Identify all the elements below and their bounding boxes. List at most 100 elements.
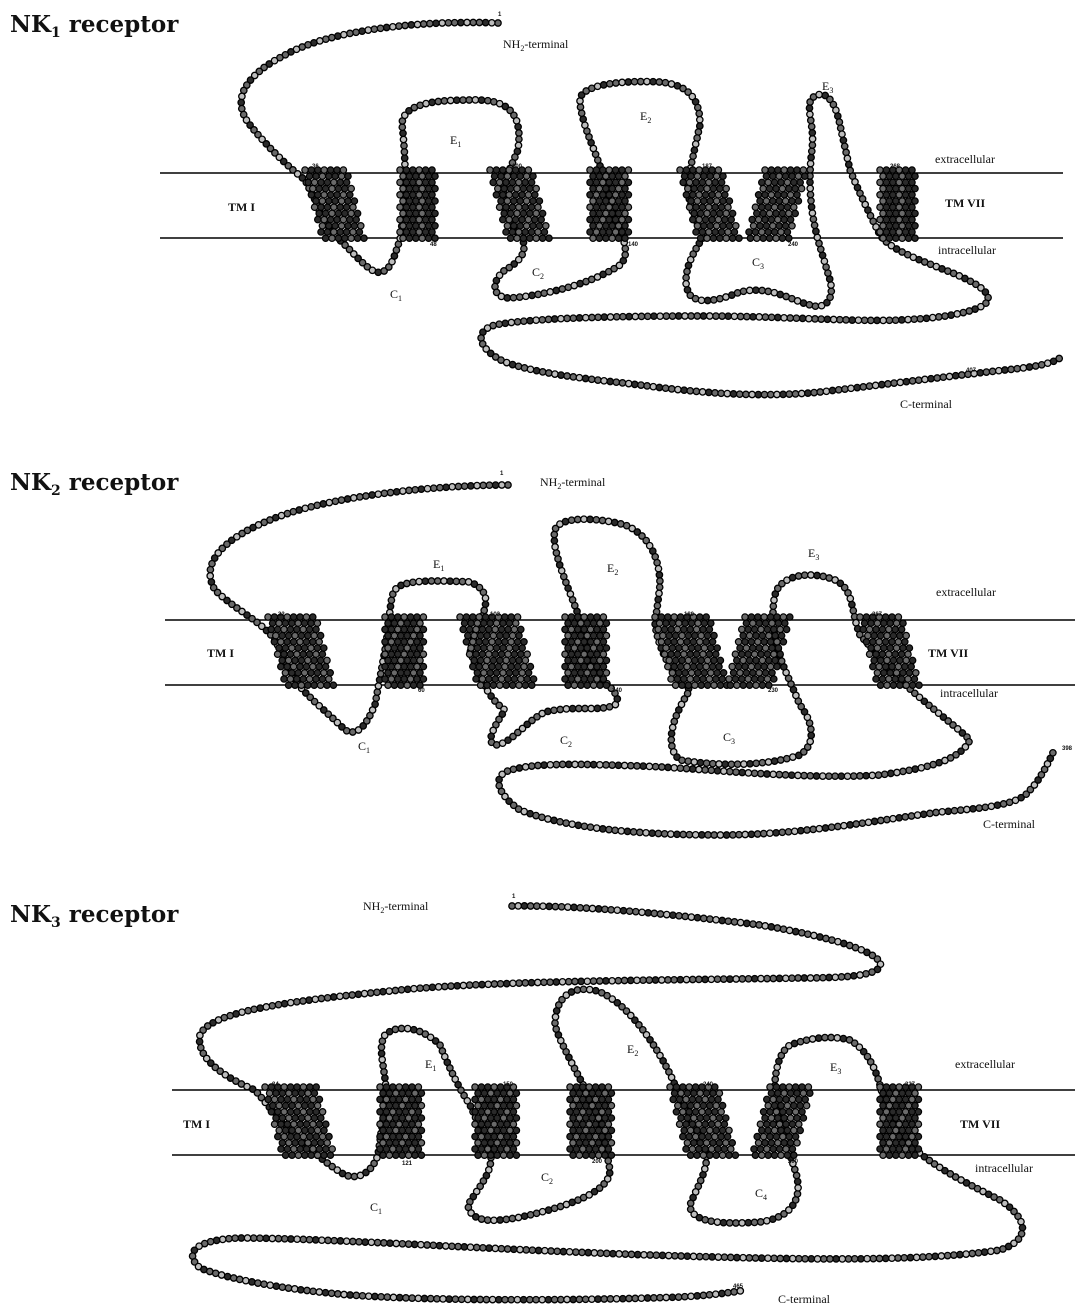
residue-bead	[869, 772, 875, 778]
residue-bead	[908, 813, 914, 819]
helix-residue-bead	[479, 651, 485, 657]
helix-residue-bead	[472, 1121, 478, 1127]
helix-residue-bead	[306, 626, 312, 632]
residue-bead	[733, 1220, 739, 1226]
e1-label-nk1: E1	[450, 133, 461, 149]
helix-residue-bead	[516, 657, 522, 663]
helix-residue-bead	[877, 1109, 883, 1115]
helix-residue-bead	[502, 639, 508, 645]
residue-bead	[568, 517, 574, 523]
residue-bead	[651, 910, 657, 916]
residue-bead	[337, 1238, 343, 1244]
residue-bead	[731, 313, 737, 319]
helix-residue-bead	[422, 216, 428, 222]
helix-residue-bead	[290, 639, 296, 645]
helix-residue-bead	[308, 1102, 314, 1108]
helix-residue-bead	[771, 1102, 777, 1108]
residue-bead	[711, 832, 717, 838]
residue-bead	[454, 983, 460, 989]
helix-residue-bead	[909, 229, 915, 235]
helix-residue-bead	[578, 620, 584, 626]
helix-residue-bead	[776, 1121, 782, 1127]
helix-residue-bead	[514, 614, 520, 620]
helix-residue-bead	[284, 1096, 290, 1102]
helix-residue-bead	[402, 1096, 408, 1102]
helix-residue-bead	[521, 639, 527, 645]
helix-residue-bead	[331, 179, 337, 185]
helix-residue-bead	[750, 223, 756, 229]
residue-bead	[482, 595, 488, 601]
residue-bead	[516, 980, 522, 986]
helix-residue-bead	[593, 167, 599, 173]
residue-number: 398	[1062, 746, 1073, 752]
residue-bead	[552, 544, 558, 550]
helix-residue-bead	[406, 210, 412, 216]
residue-bead	[508, 1297, 514, 1303]
helix-residue-bead	[704, 632, 710, 638]
helix-residue-bead	[886, 1127, 892, 1133]
residue-bead	[691, 759, 697, 765]
helix-residue-bead	[708, 620, 714, 626]
helix-residue-bead	[781, 192, 787, 198]
helix-residue-bead	[700, 676, 706, 682]
helix-residue-bead	[397, 192, 403, 198]
helix-residue-bead	[893, 185, 899, 191]
residue-bead	[566, 1249, 572, 1255]
helix-residue-bead	[487, 620, 493, 626]
residue-bead	[381, 1240, 387, 1246]
helix-residue-bead	[491, 173, 497, 179]
residue-bead	[578, 761, 584, 767]
helix-residue-bead	[726, 198, 732, 204]
helix-residue-bead	[882, 663, 888, 669]
residue-bead	[485, 981, 491, 987]
helix-residue-bead	[518, 626, 524, 632]
residue-bead	[281, 1001, 287, 1007]
residue-bead	[765, 288, 771, 294]
helix-residue-bead	[281, 1084, 287, 1090]
residue-bead	[620, 1296, 626, 1302]
residue-bead	[983, 369, 989, 375]
helix-residue-bead	[725, 229, 731, 235]
helix-residue-bead	[773, 1084, 779, 1090]
helix-residue-bead	[265, 1096, 271, 1102]
helix-residue-bead	[702, 1096, 708, 1102]
helix-residue-bead	[476, 639, 482, 645]
residue-bead	[589, 376, 595, 382]
helix-residue-bead	[490, 657, 496, 663]
residue-bead	[650, 384, 656, 390]
residue-bead	[714, 768, 720, 774]
helix-residue-bead	[685, 657, 691, 663]
helix-residue-bead	[685, 185, 691, 191]
residue-bead	[827, 294, 833, 300]
helix-residue-bead	[758, 651, 764, 657]
residue-bead	[725, 313, 731, 319]
helix-residue-bead	[674, 676, 680, 682]
helix-residue-bead	[403, 167, 409, 173]
helix-residue-bead	[571, 682, 577, 688]
helix-residue-bead	[701, 645, 707, 651]
helix-residue-bead	[507, 1115, 513, 1121]
helix-residue-bead	[763, 223, 769, 229]
residue-bead	[707, 313, 713, 319]
helix-residue-bead	[791, 1152, 797, 1158]
residue-bead	[529, 1247, 535, 1253]
residue-bead	[351, 495, 357, 501]
e2-label-nk2: E2	[607, 561, 618, 577]
helix-residue-bead	[686, 1109, 692, 1115]
helix-residue-bead	[332, 173, 338, 179]
helix-residue-bead	[507, 1127, 513, 1133]
helix-residue-bead	[863, 639, 869, 645]
residue-bead	[871, 818, 877, 824]
residue-bead	[786, 927, 792, 933]
residue-bead	[472, 97, 478, 103]
helix-residue-bead	[402, 1109, 408, 1115]
helix-residue-bead	[383, 1121, 389, 1127]
panel-title-nk1: NK1 receptor	[10, 11, 179, 41]
helix-residue-bead	[504, 173, 510, 179]
helix-residue-bead	[575, 676, 581, 682]
residue-bead	[564, 315, 570, 321]
helix-residue-bead	[771, 229, 777, 235]
helix-residue-bead	[699, 204, 705, 210]
residue-bead	[398, 1025, 404, 1031]
helix-residue-bead	[886, 1090, 892, 1096]
